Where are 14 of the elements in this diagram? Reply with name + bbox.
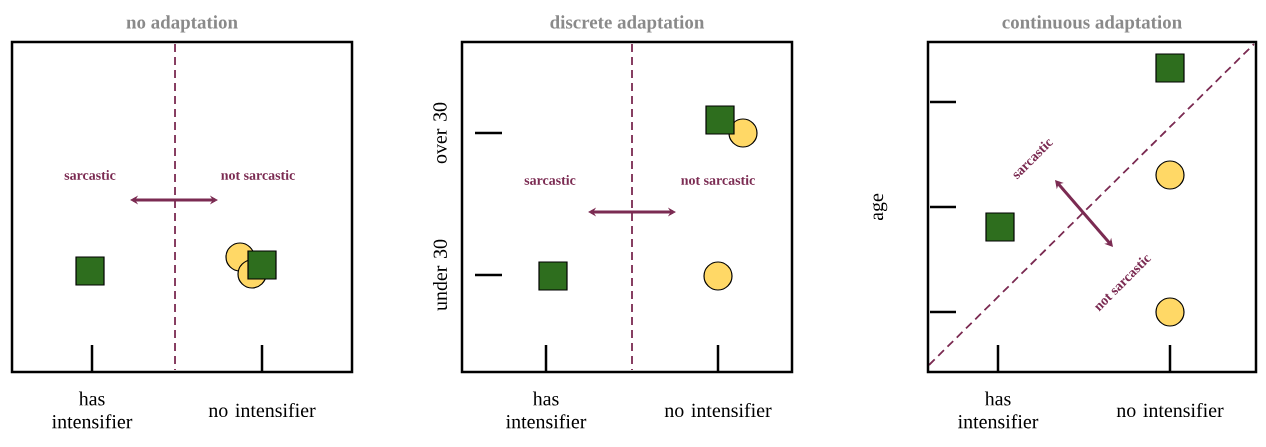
node-label: no adaptation — [126, 15, 238, 33]
axis-label: no intensifier — [664, 402, 772, 418]
axis-label: no intensifier — [1116, 402, 1224, 418]
axis-label: has intensifier — [52, 391, 133, 429]
axis-label: no intensifier — [208, 402, 316, 418]
node-label: continuous adaptation — [1002, 15, 1182, 33]
axis-label: has intensifier — [506, 391, 587, 429]
region-label: not sarcastic — [681, 175, 755, 185]
node-label: discrete adaptation — [550, 15, 705, 33]
axis-label: has intensifier — [958, 391, 1039, 429]
axis-label: age — [872, 193, 888, 221]
region-label: not sarcastic — [221, 170, 295, 180]
region-label: sarcastic — [524, 175, 576, 185]
region-label: sarcastic — [64, 170, 116, 180]
